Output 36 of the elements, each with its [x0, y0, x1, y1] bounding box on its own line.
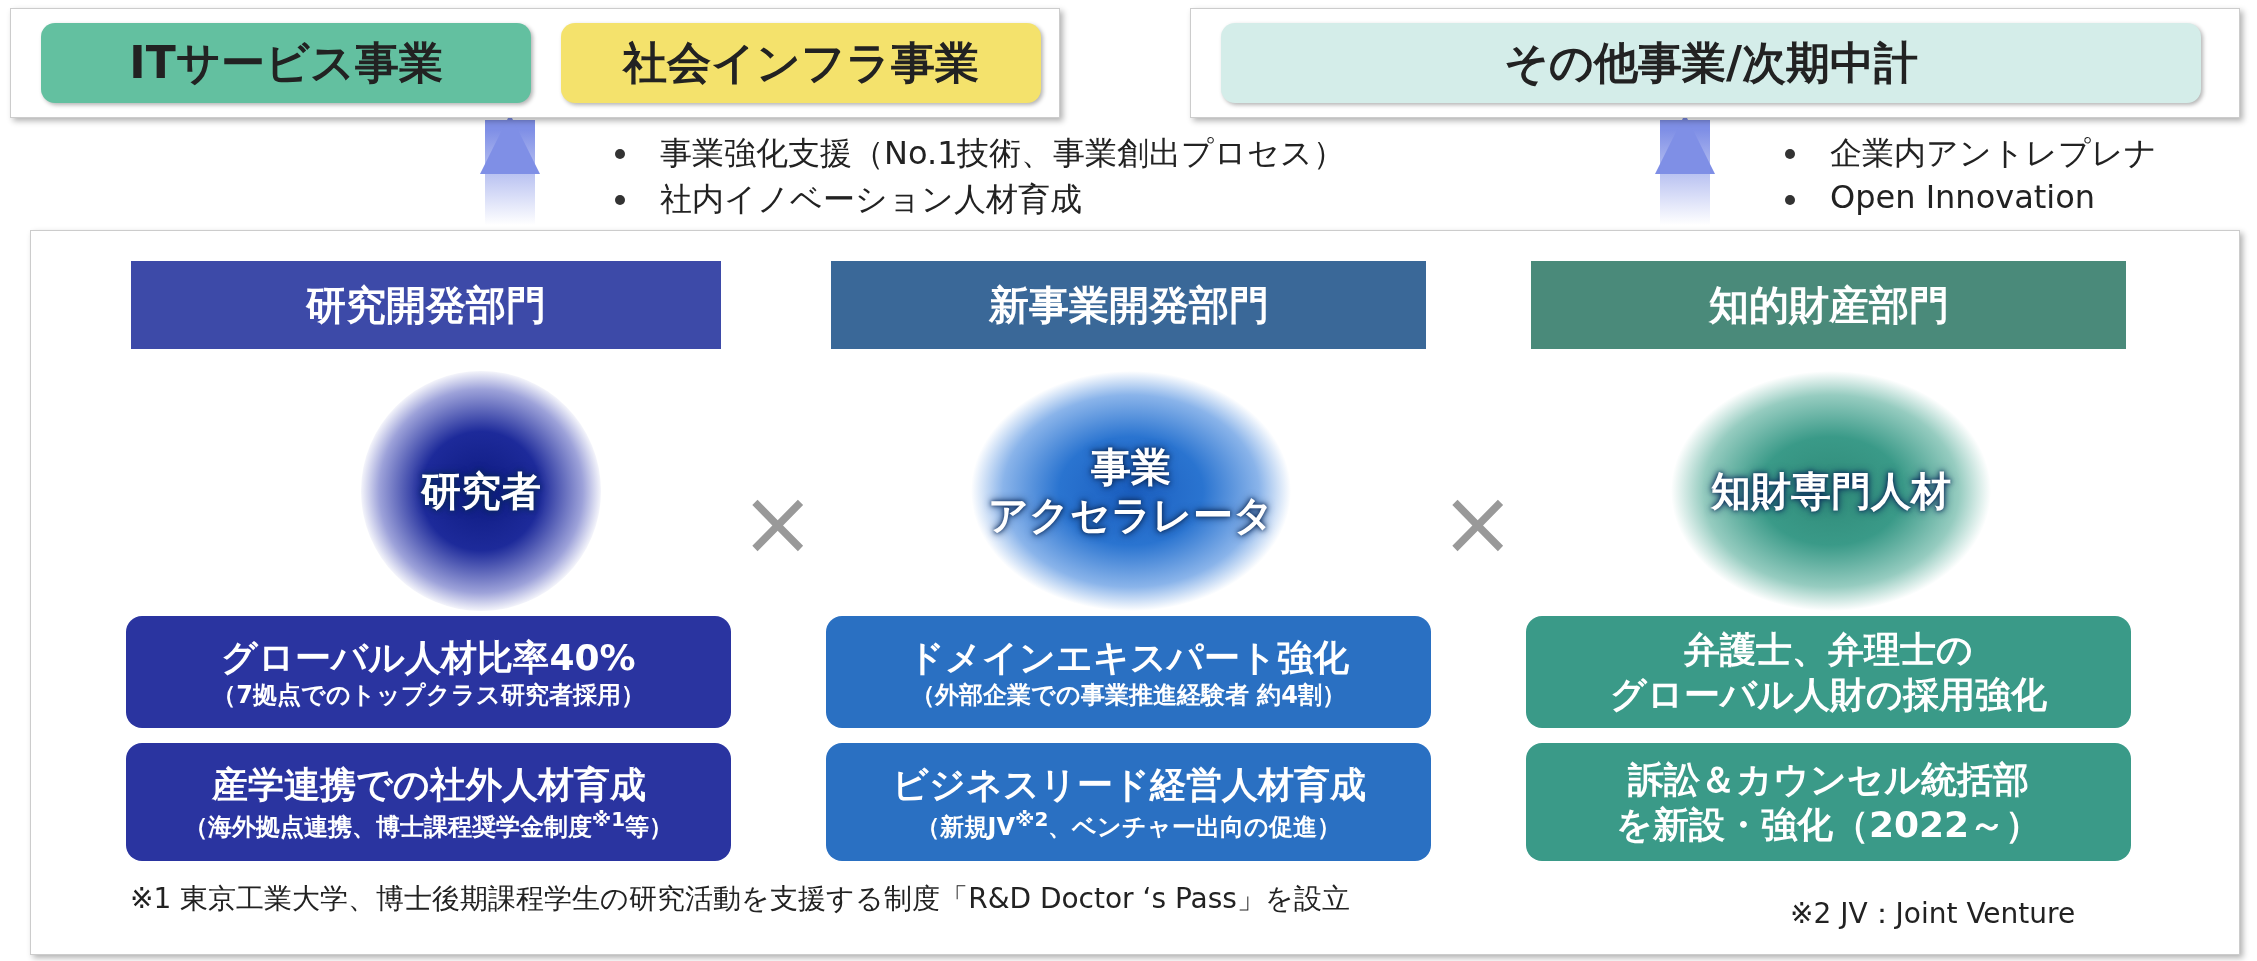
bullet-item: 社内イノベーション人材育成 — [660, 179, 1082, 220]
card-heading: 訴訟＆カウンセル統括部を新設・強化（2022～） — [1615, 758, 2042, 847]
role-circle: 研究者 — [361, 371, 601, 611]
card-heading: グローバル人材比率40% — [221, 635, 636, 680]
initiative-card — [126, 616, 731, 728]
department-header: 新事業開発部門 — [831, 261, 1426, 349]
card-note: （外部企業での事業推進経験者 約4割） — [910, 679, 1347, 710]
card-note: （新規JV$^{※2}$、ベンチャー出向の促進） — [915, 807, 1342, 842]
role-circle: 事業アクセラレータ — [971, 371, 1291, 611]
business-label: 社会インフラ事業 — [561, 23, 1041, 103]
initiative-card — [126, 743, 731, 861]
footnote: ※2 JV：Joint Venture — [1790, 896, 2076, 932]
initiative-card — [826, 743, 1431, 861]
footnote: ※1 東京工業大学、博士後期課程学生の研究活動を支援する制度「R&D Doctor ‘s Pass」を設立 — [130, 881, 1350, 917]
department-header: 知的財産部門 — [1531, 261, 2126, 349]
department-header: 研究開発部門 — [131, 261, 721, 349]
panel-background — [30, 230, 2240, 955]
cross-mark: × — [740, 470, 816, 575]
cross-mark: × — [1440, 470, 1516, 575]
panel-background — [1190, 8, 2240, 118]
bullet-item: Open Innovation — [1830, 178, 2096, 216]
bullet-item: 事業強化支援（No.1技術、事業創出プロセス） — [660, 133, 1346, 174]
card-heading: 産学連携での社外人材育成 — [211, 763, 646, 807]
initiative-card — [1526, 743, 2131, 861]
card-note: （7拠点でのトップクラス研究者採用） — [212, 679, 645, 710]
card-heading: ビジネスリード経営人材育成 — [891, 763, 1366, 807]
card-heading: ドメインエキスパート強化 — [908, 635, 1349, 680]
role-circle: 知財専門人材 — [1671, 371, 1991, 611]
card-heading: 弁護士、弁理士のグローバル人財の採用強化 — [1610, 628, 2047, 717]
business-label: ITサービス事業 — [41, 23, 531, 103]
bullet-item: 企業内アントレプレナ — [1830, 133, 2157, 174]
panel-background — [10, 8, 1060, 118]
business-label: その他事業/次期中計 — [1221, 23, 2201, 103]
initiative-card — [1526, 616, 2131, 728]
card-note: （海外拠点連携、博士課程奨学金制度$^{※1}$等） — [183, 807, 674, 842]
initiative-card — [826, 616, 1431, 728]
